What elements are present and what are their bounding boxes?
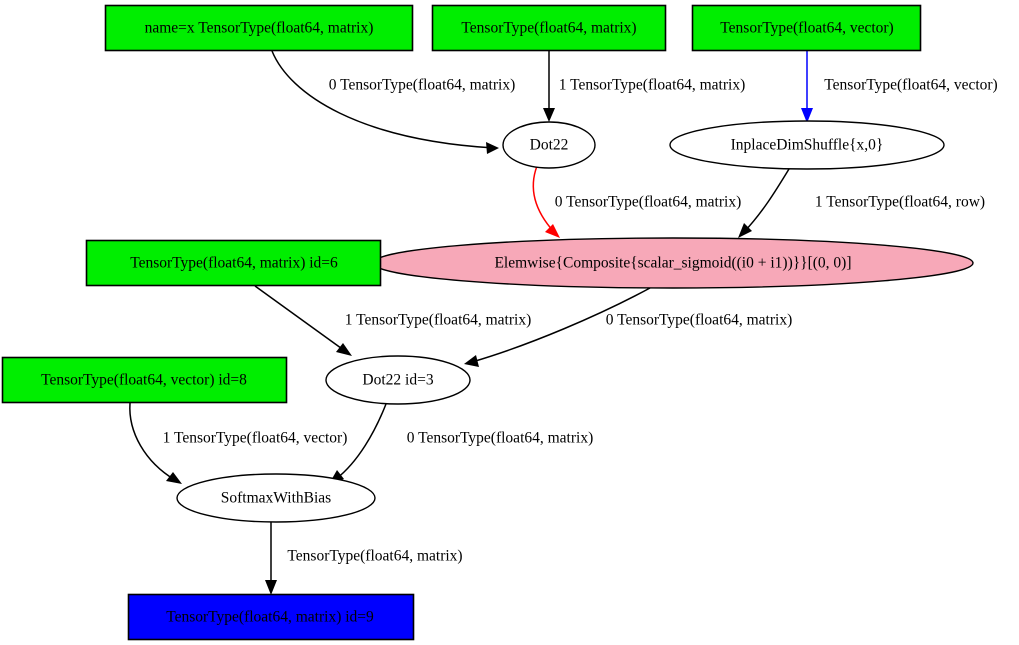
node-variable-w1[interactable]: TensorType(float64, matrix) xyxy=(431,4,667,52)
edge-label-dot22b-to-softmax: 0 TensorType(float64, matrix) xyxy=(407,430,594,447)
node-label: TensorType(float64, matrix) xyxy=(461,20,636,37)
node-label: TensorType(float64, vector) id=8 xyxy=(41,372,247,389)
node-shape xyxy=(127,593,415,641)
edge-x-to-dot22 xyxy=(271,50,499,154)
edge-path xyxy=(129,402,176,481)
edge-b2-to-softmax xyxy=(129,402,182,484)
edge-path xyxy=(335,403,387,480)
node-label: SoftmaxWithBias xyxy=(221,490,331,507)
arrow-head xyxy=(336,343,352,356)
edge-label-softmax-to-output: TensorType(float64, matrix) xyxy=(287,548,462,565)
node-shape xyxy=(325,355,471,405)
node-label: Dot22 id=3 xyxy=(362,372,433,389)
node-label: Dot22 xyxy=(530,137,569,154)
node-label: TensorType(float64, matrix) id=9 xyxy=(166,609,374,626)
edge-label-elemwise-to-dot22b: 0 TensorType(float64, matrix) xyxy=(606,312,793,329)
edge-b1-to-dimshuffle xyxy=(801,51,813,123)
node-label: InplaceDimShuffle{x,0} xyxy=(731,137,884,154)
node-label: name=x TensorType(float64, matrix) xyxy=(145,20,374,37)
edge-label-b2-to-softmax: 1 TensorType(float64, vector) xyxy=(163,430,348,447)
edge-w1-to-dot22 xyxy=(543,51,555,122)
node-shape xyxy=(85,239,382,287)
edge-label-dot22-to-elemwise: 0 TensorType(float64, matrix) xyxy=(555,194,742,211)
arrow-head xyxy=(545,224,560,238)
edge-label-w1-to-dot22: 1 TensorType(float64, matrix) xyxy=(559,77,746,94)
node-layer: name=x TensorType(float64, matrix) Tenso… xyxy=(1,4,974,641)
edge-path xyxy=(532,165,555,233)
edge-label-layer: 0 TensorType(float64, matrix) 1 TensorTy… xyxy=(163,77,998,565)
edge-path xyxy=(271,50,495,149)
edge-dimshuffle-to-elemwise xyxy=(738,168,790,238)
node-apply-inplace-dimshuffle[interactable]: InplaceDimShuffle{x,0} xyxy=(669,120,945,170)
node-variable-b1[interactable]: TensorType(float64, vector) xyxy=(691,4,922,52)
node-variable-x[interactable]: name=x TensorType(float64, matrix) xyxy=(104,4,414,52)
node-shape xyxy=(502,121,596,169)
node-apply-dot22-id3[interactable]: Dot22 id=3 xyxy=(325,355,471,405)
node-variable-w2[interactable]: TensorType(float64, matrix) id=6 xyxy=(85,239,382,287)
edge-layer xyxy=(129,50,813,595)
edge-elemwise-to-dot22b xyxy=(464,287,651,367)
arrow-head xyxy=(738,223,752,238)
edge-w2-to-dot22b xyxy=(254,285,352,356)
edge-path xyxy=(254,285,346,352)
edge-label-w2-to-dot22b: 1 TensorType(float64, matrix) xyxy=(345,312,532,329)
node-variable-b2[interactable]: TensorType(float64, vector) id=8 xyxy=(1,356,288,404)
node-apply-elemwise-composite[interactable]: Elemwise{Composite{scalar_sigmoid((i0 + … xyxy=(372,237,974,289)
edge-softmax-to-output xyxy=(265,522,277,595)
node-label: TensorType(float64, matrix) id=6 xyxy=(130,255,338,272)
edge-path xyxy=(471,287,651,363)
node-shape xyxy=(431,4,667,52)
edge-dot22-to-elemwise xyxy=(532,165,560,238)
arrow-head xyxy=(486,142,499,154)
node-shape xyxy=(1,356,288,404)
edge-path xyxy=(743,168,790,233)
node-apply-dot22[interactable]: Dot22 xyxy=(502,121,596,169)
node-shape xyxy=(691,4,922,52)
arrow-head xyxy=(464,355,479,367)
edge-label-b1-to-dimshuffle: TensorType(float64, vector) xyxy=(824,77,997,94)
arrow-head xyxy=(166,472,182,484)
node-label: TensorType(float64, vector) xyxy=(720,20,893,37)
node-shape xyxy=(104,4,414,52)
arrow-head xyxy=(543,108,555,122)
node-label: Elemwise{Composite{scalar_sigmoid((i0 + … xyxy=(494,255,851,272)
edge-label-x-to-dot22: 0 TensorType(float64, matrix) xyxy=(329,77,516,94)
node-shape xyxy=(669,120,945,170)
node-shape xyxy=(176,473,376,523)
node-apply-softmax-with-bias[interactable]: SoftmaxWithBias xyxy=(176,473,376,523)
edge-label-dimshuffle-to-elemwise: 1 TensorType(float64, row) xyxy=(815,194,985,211)
node-variable-output[interactable]: TensorType(float64, matrix) id=9 xyxy=(127,593,415,641)
arrow-head xyxy=(265,580,277,595)
arrow-head xyxy=(801,108,813,123)
